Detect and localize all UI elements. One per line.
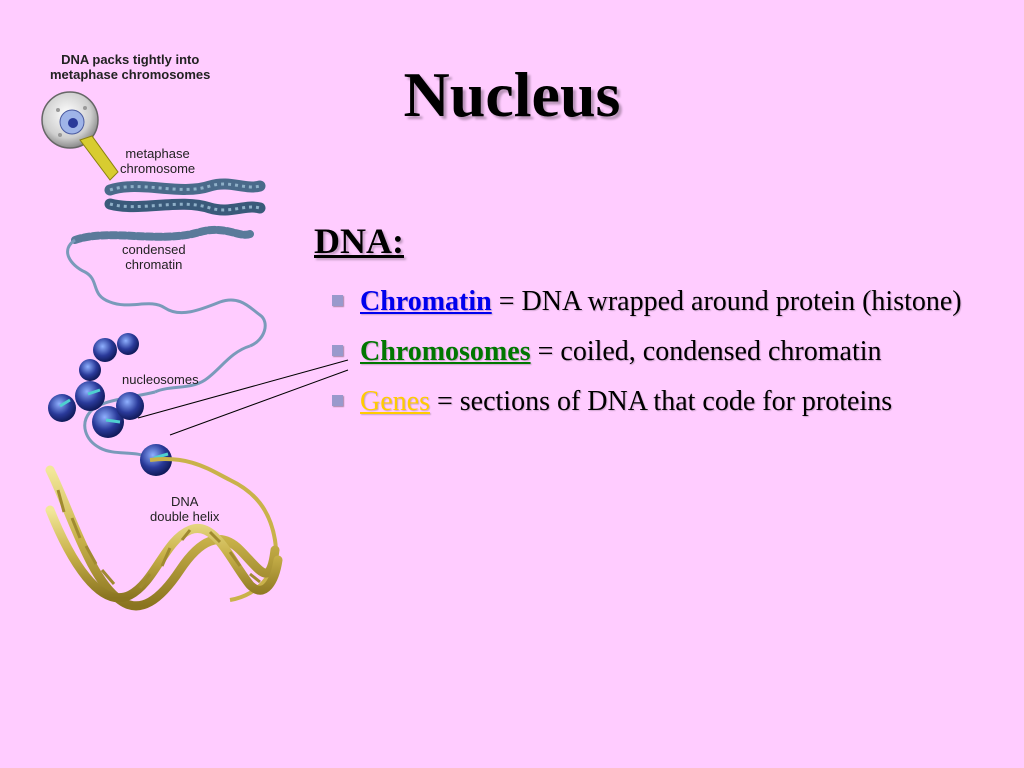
cell-icon <box>41 91 99 149</box>
definition-chromatin: = DNA wrapped around protein (histone) <box>491 286 962 317</box>
label-condensed-chromatin: condensed chromatin <box>122 242 186 272</box>
bullet-genes: Genes = sections of DNA that code for pr… <box>330 382 980 422</box>
term-chromosomes: Chromosomes <box>360 336 531 367</box>
bullet-chromatin: Chromatin = DNA wrapped around protein (… <box>330 282 980 322</box>
label-helix-line2: double helix <box>150 509 220 524</box>
metaphase-chromosome-icon <box>104 178 266 216</box>
definition-genes: = sections of DNA that code for proteins <box>429 386 893 417</box>
pointer-arrow-icon <box>79 135 119 181</box>
label-helix-line1: DNA <box>170 494 199 509</box>
pointer-line-lower <box>169 369 349 436</box>
label-condensed-line1: condensed <box>122 242 186 257</box>
bullet-square-icon <box>332 345 343 356</box>
label-dna-packs-line2: metaphase chromosomes <box>50 67 211 82</box>
label-dna-packs-line1: DNA packs tightly into <box>61 52 200 67</box>
label-nucleosomes: nucleosomes <box>122 372 199 387</box>
term-chromatin: Chromatin <box>360 286 492 317</box>
slide-title: Nucleus <box>403 59 621 130</box>
bullet-square-icon <box>332 395 343 406</box>
dna-packing-illustration <box>41 91 349 611</box>
label-dna-packs: DNA packs tightly into metaphase chromos… <box>50 52 210 82</box>
label-condensed-line2: chromatin <box>125 257 183 272</box>
section-heading: DNA: <box>314 221 404 261</box>
label-dna-double-helix: DNA double helix <box>150 494 219 524</box>
dna-double-helix-icon <box>45 457 283 611</box>
pointer-line-upper <box>137 359 349 419</box>
definition-chromosomes: = coiled, condensed chromatin <box>530 336 882 367</box>
label-metaphase-line2: chromosome <box>120 161 196 176</box>
definition-list: Chromatin = DNA wrapped around protein (… <box>330 282 980 432</box>
dna-packing-diagram: DNA packs tightly into metaphase chromos… <box>30 40 360 620</box>
bullet-chromosomes: Chromosomes = coiled, condensed chromati… <box>330 332 980 372</box>
bullet-square-icon <box>332 295 343 306</box>
condensed-chromatin-icon <box>66 225 267 394</box>
term-genes: Genes <box>360 386 430 417</box>
label-metaphase-chromosome: metaphase chromosome <box>120 146 195 176</box>
label-metaphase-line1: metaphase <box>125 146 190 161</box>
nucleosomes-icon <box>48 333 172 476</box>
